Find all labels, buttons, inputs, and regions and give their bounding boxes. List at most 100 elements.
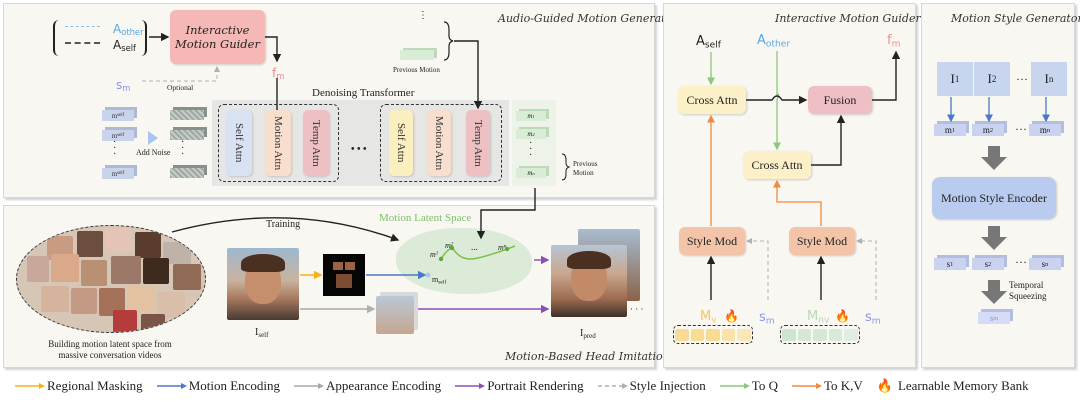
styn-base: s [1041, 259, 1046, 269]
m-self-token-1-sub: self [117, 113, 125, 118]
a-self-label: Aself [113, 38, 136, 53]
block2-motion-attn[interactable]: Motion Attn [427, 110, 451, 176]
sm-optional-dashed-arrow [142, 66, 220, 82]
legend-label: Style Injection [629, 378, 706, 393]
block1-self-attn-label: Self Attn [233, 123, 245, 163]
style-mod-nv-box[interactable]: Style Mod [789, 227, 855, 255]
sty2-base: s [984, 259, 989, 269]
memory-slot-nv [813, 328, 827, 341]
face-thumbnail [157, 292, 185, 318]
cross-attn2-to-fusion-arrow [811, 114, 846, 166]
memory-slot-nv [797, 328, 812, 341]
cross-attn-self-box[interactable]: Cross Attn [678, 86, 746, 114]
m-self-latent-base: m [432, 275, 439, 284]
mask-eye-right [345, 262, 355, 270]
block2-temp-attn[interactable]: Temp Attn [466, 110, 490, 176]
pred-hair-shape [567, 251, 611, 269]
block1-motion-attn[interactable]: Motion Attn [265, 110, 291, 176]
guider-a-other-base: A [757, 33, 766, 48]
trajectory-point-mn [504, 246, 510, 252]
noisy-token-2 [170, 130, 204, 140]
s-m-label-1: sm [759, 310, 775, 326]
m-self-token-1-base: m [111, 111, 118, 120]
output-token-1-base: m [527, 112, 533, 120]
block1-temp-attn-label: Temp Attn [310, 119, 322, 167]
sty1-sub: 1 [950, 260, 954, 268]
audio-self-waveform-icon [65, 42, 100, 48]
add-noise-arrow-icon [148, 131, 158, 145]
i-self-label: Iself [255, 327, 268, 339]
traj-mn-base: m [498, 243, 504, 252]
sm-base: s [989, 313, 994, 323]
img2-base: I [987, 71, 992, 86]
fire-icon-v: 🔥 [724, 309, 739, 323]
output-token-2-sup: 2 [532, 131, 535, 137]
training-curve-arrow [171, 217, 400, 242]
legend-label: Motion Encoding [188, 378, 281, 393]
predicted-frames-ellipsis: · · · [630, 304, 644, 314]
prev-motion-right-line2: Motion [573, 169, 594, 177]
fusion-to-fm-arrow [872, 50, 901, 101]
trajectory-m2-label: m2 [445, 241, 453, 250]
mask-mouth [336, 274, 352, 288]
m-v-sub: v [711, 315, 717, 326]
face-thumbnail [51, 254, 79, 282]
interactive-motion-guider-box[interactable]: Interactive Motion Guider [170, 10, 265, 64]
legend-label: Regional Masking [47, 378, 143, 393]
prev-motion-right-brace [561, 153, 571, 181]
legend-label: Learnable Memory Bank [897, 378, 1029, 393]
traj-m1-base: m [430, 250, 436, 259]
block2-motion-attn-label: Motion Attn [433, 115, 445, 171]
cross-attn-other-box[interactable]: Cross Attn [743, 151, 811, 179]
imgn-base: I [1044, 71, 1049, 86]
blocks-ellipsis: • • • [351, 144, 367, 155]
guider-f-m-base: f [887, 33, 892, 48]
guider-s-m-1-base: s [759, 310, 766, 325]
guider-label-line2: Motion Guider [175, 37, 260, 51]
motions-to-encoder-block-arrow [981, 146, 1007, 170]
face-thumbnail [135, 232, 161, 258]
block1-temp-attn[interactable]: Temp Attn [303, 110, 329, 176]
img2-sub: 2 [991, 74, 997, 84]
memory-bank-nv [780, 325, 860, 344]
legend-arrow-appearance-encoding [294, 383, 325, 389]
m-self-token-3-base: m [111, 169, 118, 178]
motions-ellipsis: ··· [1015, 122, 1027, 136]
mot2-sub: 2 [989, 126, 994, 134]
guider-s-m-2-base: s [865, 310, 872, 325]
guider-a-self-sub: self [704, 40, 721, 51]
prev-motion-top-dots: ⋮ [418, 10, 428, 21]
motn-sub: n [1046, 126, 1051, 134]
images-ellipsis: ··· [1016, 72, 1028, 86]
output-token-3-base: m [527, 169, 533, 177]
memory-slot-nv [844, 328, 858, 341]
fusion-box[interactable]: Fusion [808, 86, 872, 114]
block2-self-attn[interactable]: Self Attn [389, 110, 413, 176]
s-m-sub: m [122, 83, 131, 94]
motn-base: m [1039, 125, 1047, 135]
memory-slot-nv [828, 328, 843, 341]
trajectory-m1-label: m1 [430, 250, 438, 259]
traj-mn-sup: n [503, 243, 507, 250]
motion-latent-space-cloud [396, 228, 532, 294]
motion-style-encoder-box[interactable]: Motion Style Encoder [932, 177, 1056, 219]
source-hair-shape [241, 254, 285, 272]
face-thumbnail [143, 258, 169, 284]
style-mod-v-box[interactable]: Style Mod [679, 227, 745, 255]
f-m-sub: m [276, 71, 285, 82]
block1-self-attn[interactable]: Self Attn [226, 110, 252, 176]
style-generator-panel-title: Motion Style Generator [951, 12, 1080, 25]
noisy-token-1 [170, 110, 204, 120]
temporal-squeeze-block-arrow [981, 280, 1007, 304]
i-pred-label: Ipred [580, 328, 596, 340]
memory-slot-v [675, 328, 689, 341]
sty1-base: s [946, 259, 951, 269]
noisy-vertical-ellipsis: ··· [181, 137, 185, 160]
legend-to-kv: To K,V [791, 378, 863, 394]
